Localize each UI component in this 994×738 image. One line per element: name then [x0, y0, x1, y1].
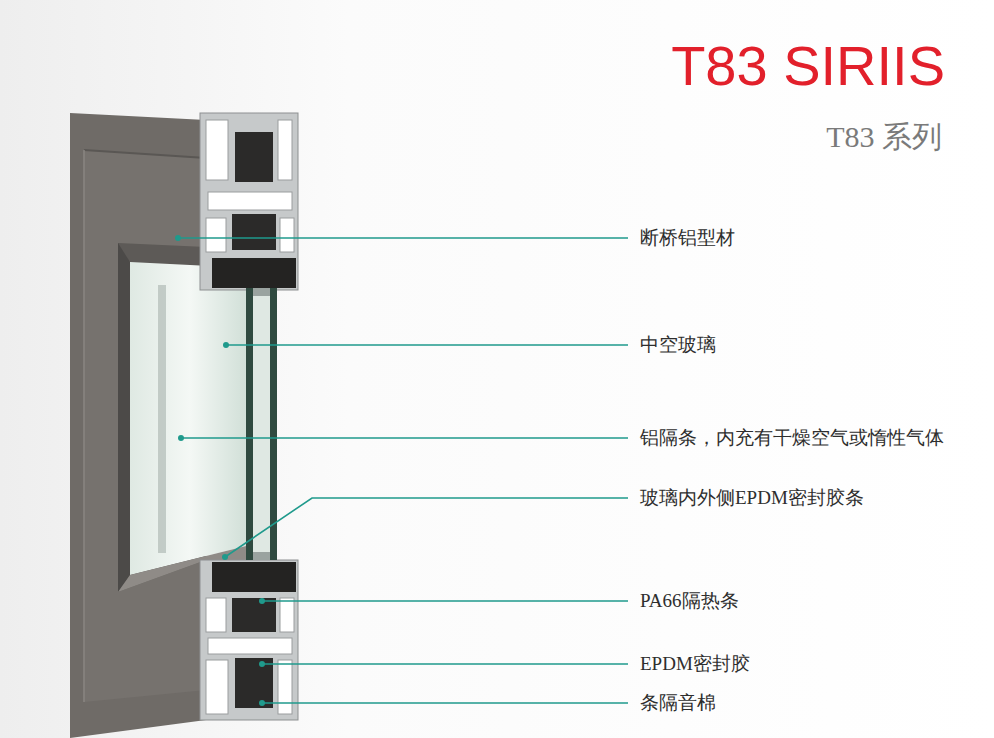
- callout-label: 条隔音棉: [640, 692, 716, 714]
- top-section: [200, 113, 298, 290]
- callout-label: 中空玻璃: [640, 334, 716, 356]
- callout-label: 断桥铝型材: [640, 227, 735, 249]
- callout-label: 玻璃内外侧EPDM密封胶条: [640, 487, 864, 509]
- spacer-bar: [158, 285, 166, 553]
- leader-lines: [178, 238, 628, 703]
- callout-label: EPDM密封胶: [640, 653, 750, 675]
- glass-pane-edge: [270, 288, 277, 560]
- glass-pane-edge: [246, 288, 253, 560]
- title: T83 SIRIIS: [671, 34, 945, 98]
- bottom-section: [200, 560, 298, 720]
- subtitle: T83 系列: [826, 120, 942, 154]
- leader-dots: [175, 235, 265, 706]
- callout-label: 铝隔条，内充有干燥空气或惰性气体: [640, 427, 944, 449]
- callout-label: PA66隔热条: [640, 590, 739, 612]
- glass-pane: [130, 262, 250, 575]
